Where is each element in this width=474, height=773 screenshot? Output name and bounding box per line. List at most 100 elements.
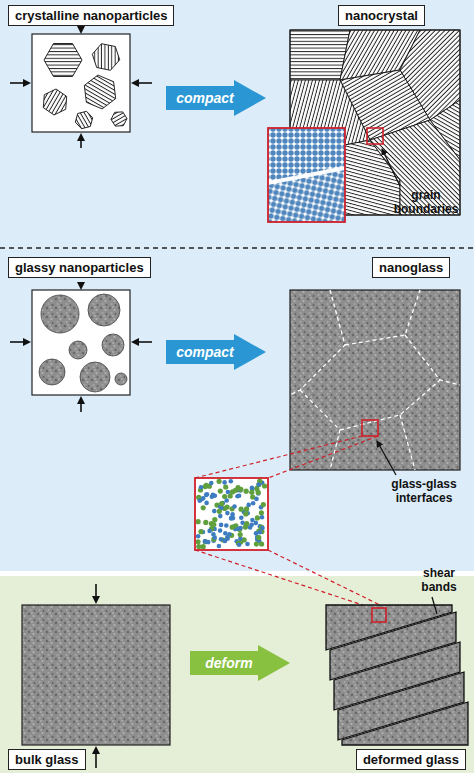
compression-arrows	[95, 584, 97, 768]
callout-label: grain boundaries	[386, 188, 466, 216]
atom	[237, 542, 242, 547]
atom	[218, 528, 223, 533]
panel-label: nanocrystal	[338, 5, 425, 26]
atom	[196, 519, 201, 524]
atom	[251, 501, 256, 506]
atom	[204, 501, 209, 506]
atom	[201, 496, 206, 501]
process-arrow: compact	[166, 80, 266, 116]
atom	[212, 535, 217, 540]
process-arrow: compact	[166, 334, 266, 370]
zoom-marker	[367, 128, 383, 144]
atom	[219, 501, 224, 506]
atom	[256, 490, 261, 495]
crystal-particle	[44, 44, 82, 77]
compression-arrows	[10, 26, 152, 148]
nanoglass-block	[290, 290, 460, 470]
callout-label: glass-glass interfaces	[380, 477, 468, 505]
atom	[211, 522, 216, 527]
panel-label: bulk glass	[8, 749, 86, 770]
atom	[254, 531, 259, 536]
process-arrow: deform	[190, 645, 290, 681]
atom	[230, 525, 235, 530]
blue-panel	[0, 0, 474, 571]
atom	[244, 521, 249, 526]
glass-interfaces	[290, 290, 460, 470]
atom	[245, 542, 250, 547]
panel-label: crystalline nanoparticles	[8, 5, 174, 26]
leader-line	[377, 441, 396, 475]
atom	[250, 486, 255, 491]
atom	[256, 535, 261, 540]
atom	[261, 502, 266, 507]
sheared-slices	[326, 605, 468, 745]
label-text: nanocrystal	[345, 8, 418, 23]
label-text: glassy nanoparticles	[15, 260, 144, 275]
zoom-marker	[372, 608, 386, 622]
leader-line	[382, 149, 400, 186]
atom	[238, 487, 243, 492]
atom	[249, 490, 254, 495]
atom	[203, 539, 208, 544]
zoom-marker	[362, 420, 378, 436]
compression-arrows	[10, 282, 152, 412]
glass-inset	[195, 478, 268, 550]
arrow-body	[166, 80, 266, 116]
atom	[259, 525, 264, 530]
atom	[223, 484, 228, 489]
atom	[260, 515, 265, 520]
bulk-glass-block	[22, 605, 170, 745]
atom	[218, 514, 223, 519]
label-text: bulk glass	[15, 752, 79, 767]
atom	[198, 529, 203, 534]
atom	[225, 511, 230, 516]
atom	[262, 483, 267, 488]
arrow-label: compact	[166, 334, 244, 370]
leader-line	[432, 597, 437, 614]
atom	[225, 505, 230, 510]
atom	[229, 516, 234, 521]
atom	[196, 534, 201, 539]
atom	[227, 532, 232, 537]
crystal-particle	[92, 44, 119, 71]
particle-frame	[32, 290, 130, 395]
atom	[229, 479, 234, 484]
atom	[258, 530, 263, 535]
atom	[205, 492, 210, 497]
panel-label: glassy nanoparticles	[8, 257, 151, 278]
atom	[244, 489, 249, 494]
crystal-particles	[43, 44, 127, 129]
green-panel	[0, 576, 474, 773]
atom	[259, 510, 264, 515]
atom	[254, 542, 259, 547]
crystal-particle	[84, 75, 115, 109]
label-text: deformed glass	[363, 752, 459, 767]
atom	[196, 544, 201, 549]
atom	[228, 493, 233, 498]
atom	[204, 483, 209, 488]
grain	[290, 30, 350, 80]
atom	[217, 544, 222, 549]
atom	[239, 515, 244, 520]
atom	[256, 482, 261, 487]
atom	[255, 515, 260, 520]
atom	[219, 523, 224, 528]
glass-particles	[39, 294, 127, 392]
crystal-particle	[43, 89, 66, 115]
atom	[203, 520, 208, 525]
arrow-body	[166, 334, 266, 370]
atom	[212, 509, 217, 514]
atom	[238, 532, 243, 537]
atom	[238, 526, 243, 531]
atom	[248, 525, 253, 530]
atom	[195, 539, 200, 544]
crystal-particle	[75, 111, 92, 128]
arrow-label: deform	[190, 645, 268, 681]
label-text: crystalline nanoparticles	[15, 8, 167, 23]
atom	[254, 497, 259, 502]
atom	[223, 539, 228, 544]
atom	[223, 531, 228, 536]
atom	[219, 537, 224, 542]
callout-label: shear bands	[410, 566, 468, 594]
